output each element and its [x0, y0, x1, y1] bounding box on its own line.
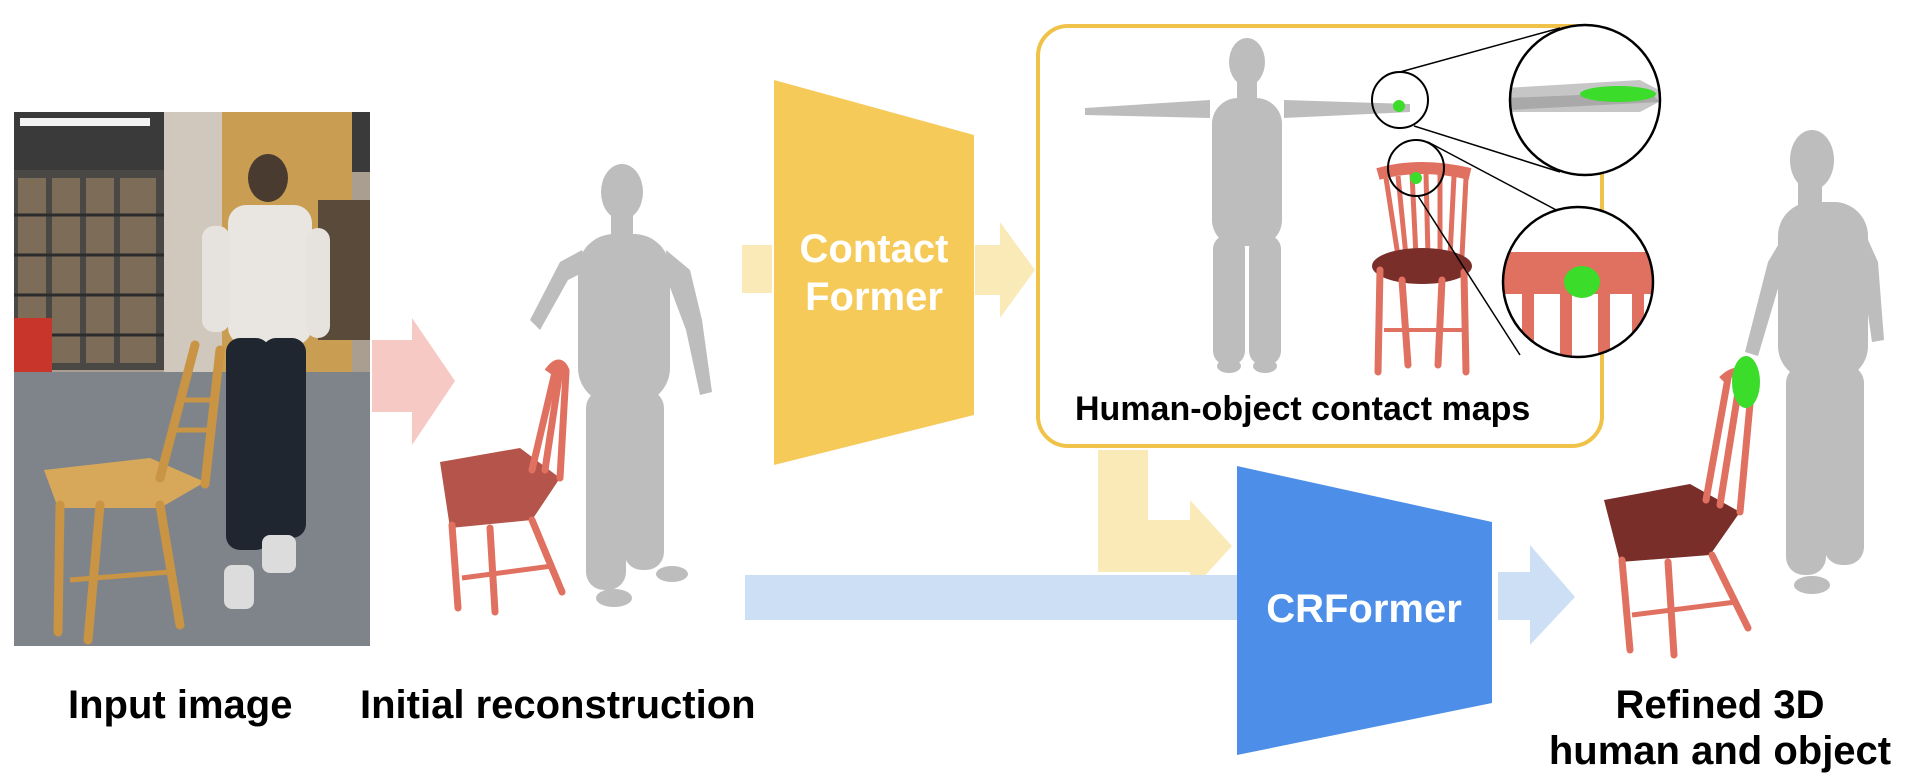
contact-chair-mesh	[1372, 162, 1472, 376]
input-photo	[14, 112, 370, 646]
initial-chair-mesh	[440, 359, 570, 616]
caption-input-image: Input image	[68, 683, 293, 727]
contact-former-block: Contact Former	[774, 80, 974, 465]
zoom-connectors	[1371, 27, 1561, 356]
crformer-label: CRFormer	[1266, 587, 1462, 631]
zoom-circle-chair	[1501, 205, 1655, 359]
refined-contact-marker	[1732, 356, 1760, 408]
yellow-arrow-out-of-contactformer	[975, 222, 1035, 318]
crformer-block: CRFormer	[1237, 466, 1492, 755]
tpose-human-mesh	[1085, 38, 1410, 373]
yellow-elbow-arrow	[1098, 450, 1232, 592]
zoom-circle-hand	[1508, 23, 1662, 177]
caption-contact-maps: Human-object contact maps	[1075, 390, 1531, 428]
refined-human-mesh	[1745, 130, 1884, 594]
contact-former-label-line1: Contact	[800, 227, 949, 271]
caption-initial-reconstruction: Initial reconstruction	[360, 683, 756, 727]
refined-chair-mesh	[1604, 367, 1758, 659]
initial-human-mesh	[530, 164, 712, 607]
caption-refined-line2: human and object	[1548, 729, 1892, 773]
blue-arrow-right	[1498, 545, 1575, 645]
hand-contact-marker	[1393, 100, 1405, 112]
caption-refined-line1: Refined 3D	[1615, 683, 1825, 727]
pink-arrow	[372, 318, 455, 445]
contact-former-label-line2: Former	[805, 275, 943, 319]
blue-arrow-bottom	[745, 575, 1240, 620]
yellow-arrow-into-contactformer	[742, 245, 772, 293]
